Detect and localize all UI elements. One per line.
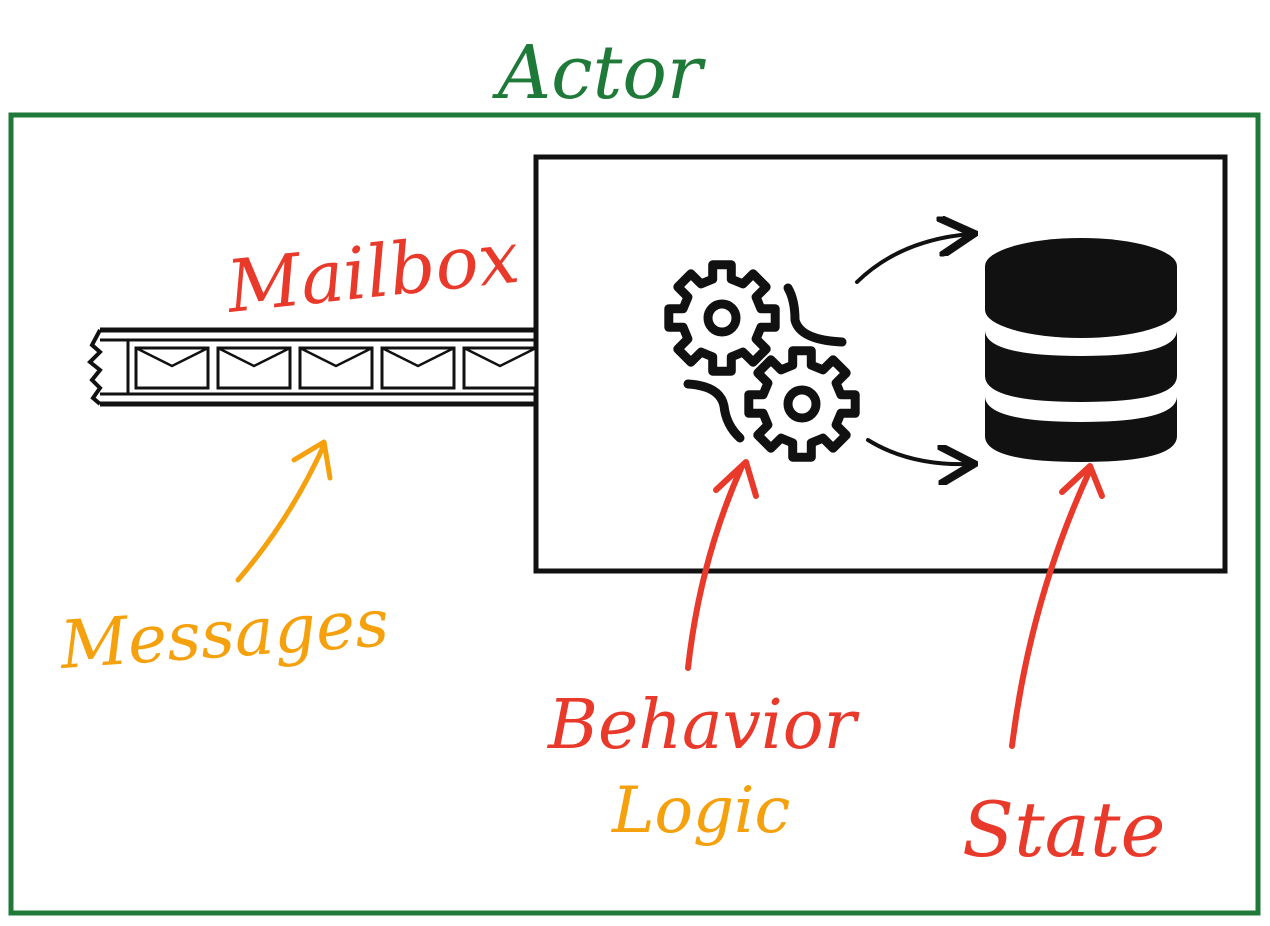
message-envelopes: [134, 346, 538, 390]
gears-icon: [664, 260, 860, 462]
logic-label: Logic: [611, 774, 790, 848]
state-label: State: [962, 785, 1165, 874]
gear-bottom-icon: [744, 346, 860, 462]
mailbox-queue: [87, 327, 538, 407]
database-icon: [985, 238, 1177, 462]
messages-label: Messages: [57, 584, 391, 684]
envelope-icon: [134, 346, 210, 390]
queue-torn-edge: [87, 329, 103, 406]
behavior-arrow: [685, 463, 745, 671]
actor-boundary: [8, 112, 1261, 916]
state-arrowhead: [1059, 463, 1105, 499]
gear-to-state-arrow-top: [855, 234, 970, 284]
messages-arrow: [235, 442, 327, 583]
envelope-icon: [462, 346, 538, 390]
mailbox-label: Mailbox: [221, 215, 523, 329]
envelope-icon: [216, 346, 292, 390]
envelope-icon: [298, 346, 374, 390]
behavior-arrowhead: [713, 459, 759, 499]
state-arrow: [1009, 467, 1093, 749]
behavior-label: Behavior: [546, 686, 860, 765]
actor-title: Actor: [492, 30, 707, 116]
envelope-icon: [380, 346, 456, 390]
messages-arrowhead: [291, 439, 333, 481]
gear-top-icon: [664, 260, 780, 376]
gear-to-state-arrow-bottom: [866, 438, 970, 464]
